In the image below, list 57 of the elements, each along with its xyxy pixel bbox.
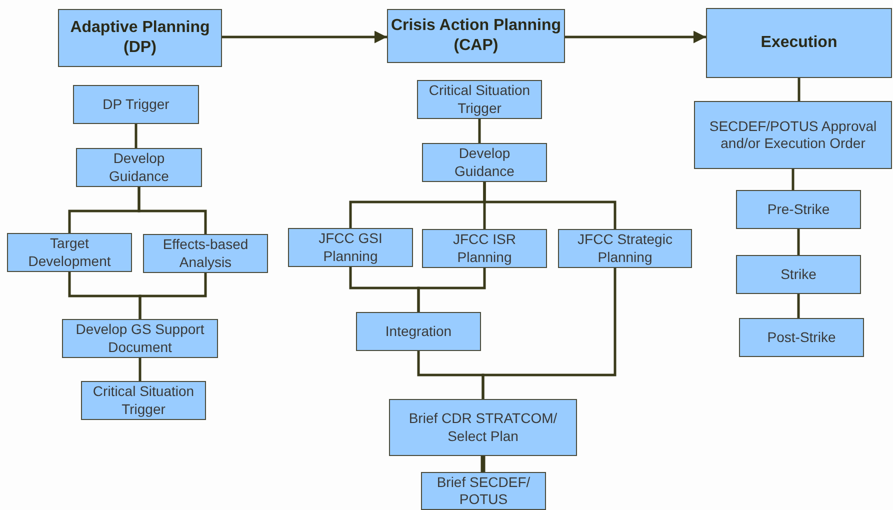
connector-line xyxy=(797,229,800,255)
connector-line xyxy=(798,78,800,101)
connector-line xyxy=(138,187,207,234)
phase-title: Crisis Action Planning (CAP) xyxy=(390,16,562,56)
step-label: SECDEF/POTUS Approval and/or Execution Order xyxy=(708,118,878,152)
arrow xyxy=(222,30,387,44)
connector-line xyxy=(480,456,486,472)
process-box xyxy=(421,472,546,510)
connector-line xyxy=(482,268,616,399)
connector-line xyxy=(138,273,207,319)
step-label: Develop Guidance xyxy=(108,150,170,185)
process-box xyxy=(288,228,413,267)
connector-line xyxy=(483,182,616,229)
phase-title: Adaptive Planning (DP) xyxy=(69,18,211,58)
process-box xyxy=(736,190,861,229)
process-box xyxy=(558,229,692,268)
phase-box xyxy=(387,9,565,63)
step-label: JFCC GSI Planning xyxy=(318,230,384,265)
step-label: Integration xyxy=(385,322,452,340)
phase-title: Execution xyxy=(760,33,838,53)
process-box xyxy=(736,255,861,294)
connector-line xyxy=(797,294,800,318)
process-box xyxy=(422,229,547,268)
process-box xyxy=(81,381,206,420)
phase-box xyxy=(706,8,892,78)
connector-line xyxy=(417,268,486,312)
step-label: Target Development xyxy=(27,235,112,270)
process-box xyxy=(73,85,199,124)
process-box xyxy=(694,101,892,169)
process-box xyxy=(356,312,481,351)
process-box xyxy=(739,318,864,357)
process-box xyxy=(7,233,132,272)
step-label: Post-Strike xyxy=(767,328,836,346)
connector-line xyxy=(134,124,138,148)
step-label: DP Trigger xyxy=(102,96,170,114)
process-box xyxy=(143,234,268,273)
step-label: Critical Situation Trigger xyxy=(428,82,532,117)
step-label: Develop GS Support Document xyxy=(74,321,206,356)
step-label: Critical Situation Trigger xyxy=(92,383,196,418)
step-label: JFCC Strategic Planning xyxy=(576,231,674,266)
step-label: Brief CDR STRATCOM/ Select Plan xyxy=(408,410,558,445)
step-label: Brief SECDEF/ POTUS xyxy=(436,474,532,508)
connector-line xyxy=(792,169,794,190)
process-box xyxy=(422,143,547,182)
process-box xyxy=(389,399,577,456)
arrow xyxy=(565,30,706,44)
step-label: Develop Guidance xyxy=(454,145,516,180)
connector-line xyxy=(138,358,142,381)
step-label: JFCC ISR Planning xyxy=(452,231,517,266)
step-label: Strike xyxy=(780,266,816,284)
phase-box xyxy=(58,9,222,67)
step-label: Effects-based Analysis xyxy=(162,236,250,271)
process-box xyxy=(417,80,542,119)
connector-line xyxy=(478,119,481,143)
process-box xyxy=(76,148,202,187)
process-box xyxy=(62,319,218,358)
step-label: Pre-Strike xyxy=(767,200,830,218)
